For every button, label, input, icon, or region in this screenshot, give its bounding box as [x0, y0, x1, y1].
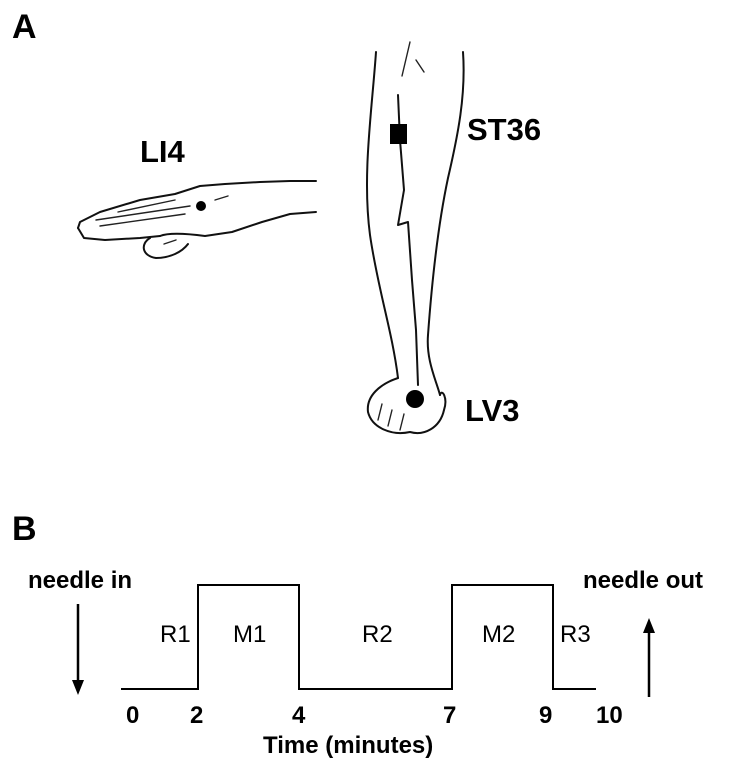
needle-out-label: needle out [583, 567, 703, 594]
needle-in-arrow [72, 604, 84, 695]
x-axis-title: Time (minutes) [263, 732, 433, 759]
point-label-li4: LI4 [140, 134, 186, 169]
phase-label-r3: R3 [560, 621, 591, 648]
hand-illustration [78, 181, 316, 258]
needle-out-arrow [643, 618, 655, 697]
tick-label-9: 9 [539, 702, 552, 729]
lv3-point-marker [406, 390, 424, 408]
tick-label-2: 2 [190, 702, 203, 729]
phase-label-m2: M2 [482, 621, 515, 648]
stimulation-timeline [121, 585, 596, 689]
tick-label-7: 7 [443, 702, 456, 729]
needle-in-label: needle in [28, 567, 132, 594]
phase-label-r2: R2 [362, 621, 393, 648]
tick-label-10: 10 [596, 702, 623, 729]
phase-label-m1: M1 [233, 621, 266, 648]
point-label-st36: ST36 [467, 112, 541, 147]
li4-point-marker [196, 201, 206, 211]
tick-label-4: 4 [292, 702, 306, 729]
leg-illustration [367, 42, 464, 433]
panel-b-letter: B [12, 510, 37, 548]
phase-label-r1: R1 [160, 621, 191, 648]
tick-label-0: 0 [126, 702, 139, 729]
st36-point-marker [390, 124, 407, 144]
point-label-lv3: LV3 [465, 393, 520, 428]
panel-a-letter: A [12, 8, 37, 46]
